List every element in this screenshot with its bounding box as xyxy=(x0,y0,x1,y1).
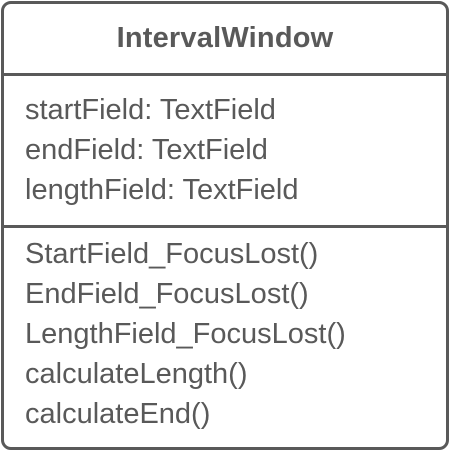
method-start-field-focus-lost: StartField_FocusLost() xyxy=(25,238,319,270)
attribute-end-field: endField: TextField xyxy=(25,134,268,166)
attributes-compartment: startField: TextField endField: TextFiel… xyxy=(4,76,446,225)
method-length-field-focus-lost: LengthField_FocusLost() xyxy=(25,318,346,350)
methods-compartment: StartField_FocusLost() EndField_FocusLos… xyxy=(4,228,446,434)
uml-class-box: IntervalWindow startField: TextField end… xyxy=(1,1,449,450)
class-name: IntervalWindow xyxy=(116,22,334,54)
attribute-length-field: lengthField: TextField xyxy=(25,174,299,206)
attribute-start-field: startField: TextField xyxy=(25,94,276,126)
method-calculate-end: calculateEnd() xyxy=(25,398,211,430)
attributes-divider xyxy=(4,225,446,228)
method-end-field-focus-lost: EndField_FocusLost() xyxy=(25,278,309,310)
method-calculate-length: calculateLength() xyxy=(25,358,248,390)
name-divider xyxy=(4,73,446,76)
